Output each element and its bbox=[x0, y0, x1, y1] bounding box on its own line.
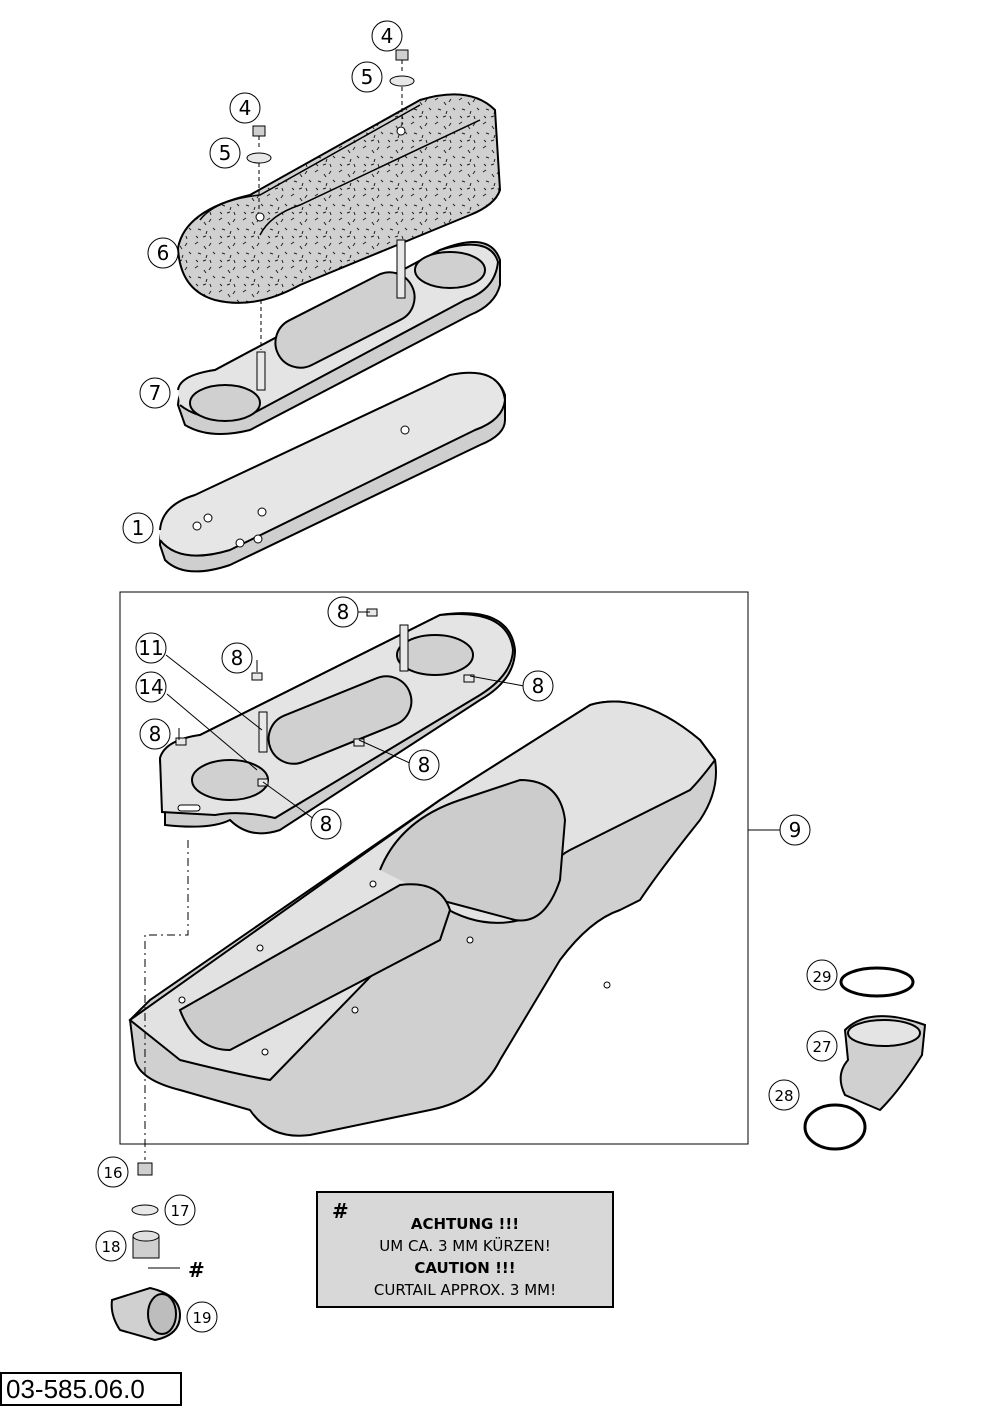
note-line-4: CURTAIL APPROX. 3 MM! bbox=[373, 1281, 557, 1299]
callout-8a: 8 bbox=[327, 596, 359, 628]
svg-text:18: 18 bbox=[101, 1238, 120, 1256]
callout-6: 6 bbox=[147, 237, 179, 269]
callout-8d: 8 bbox=[139, 718, 171, 750]
svg-text:5: 5 bbox=[219, 141, 232, 165]
svg-text:8: 8 bbox=[337, 600, 350, 624]
nut-washer-right bbox=[389, 49, 415, 125]
note-line-3: CAUTION !!! bbox=[414, 1259, 516, 1277]
hash-marker: # bbox=[188, 1258, 205, 1282]
callout-5b: 5 bbox=[209, 137, 241, 169]
callout-8e: 8 bbox=[408, 749, 440, 781]
svg-text:1: 1 bbox=[132, 516, 145, 540]
svg-text:14: 14 bbox=[138, 675, 163, 699]
svg-text:8: 8 bbox=[532, 674, 545, 698]
leader-lines bbox=[148, 611, 780, 1269]
svg-text:6: 6 bbox=[157, 241, 170, 265]
svg-text:11: 11 bbox=[138, 636, 163, 660]
svg-text:8: 8 bbox=[231, 646, 244, 670]
svg-text:17: 17 bbox=[170, 1202, 189, 1220]
svg-text:8: 8 bbox=[320, 812, 333, 836]
callout-4b: 4 bbox=[229, 92, 261, 124]
foam-filter bbox=[176, 93, 502, 304]
callout-7: 7 bbox=[139, 377, 171, 409]
hose-clamp-set bbox=[803, 966, 927, 1151]
filter-cage-plate bbox=[176, 239, 501, 435]
svg-text:8: 8 bbox=[149, 722, 162, 746]
svg-text:4: 4 bbox=[239, 96, 252, 120]
svg-text:4: 4 bbox=[381, 24, 394, 48]
callout-16: 16 bbox=[97, 1156, 129, 1188]
svg-text:9: 9 bbox=[789, 818, 802, 842]
airbox-cover-plate bbox=[158, 612, 517, 835]
callout-11: 11 bbox=[135, 632, 167, 664]
svg-text:5: 5 bbox=[361, 65, 374, 89]
note-line-2: UM CA. 3 MM KÜRZEN! bbox=[379, 1237, 551, 1255]
callout-8c: 8 bbox=[522, 670, 554, 702]
note-symbol: # bbox=[332, 1199, 349, 1223]
note-line-1: ACHTUNG !!! bbox=[410, 1215, 520, 1233]
assembly-frame bbox=[119, 591, 749, 1145]
callout-19: 19 bbox=[186, 1301, 218, 1333]
callout-5a: 5 bbox=[351, 61, 383, 93]
callout-8b: 8 bbox=[221, 642, 253, 674]
caution-note: # ACHTUNG !!! UM CA. 3 MM KÜRZEN! CAUTIO… bbox=[316, 1191, 614, 1308]
callout-14: 14 bbox=[135, 671, 167, 703]
callout-18: 18 bbox=[95, 1230, 127, 1262]
callout-4a: 4 bbox=[371, 20, 403, 52]
callout-9: 9 bbox=[779, 814, 811, 846]
callout-28: 28 bbox=[768, 1079, 800, 1111]
svg-text:7: 7 bbox=[149, 381, 162, 405]
callout-29: 29 bbox=[806, 959, 838, 991]
svg-text:28: 28 bbox=[774, 1087, 793, 1105]
nut-washer-left bbox=[246, 125, 272, 210]
callout-27: 27 bbox=[806, 1030, 838, 1062]
svg-text:29: 29 bbox=[812, 968, 831, 986]
rubber-mount-stack bbox=[110, 1162, 182, 1342]
callout-1: 1 bbox=[122, 512, 154, 544]
callout-8f: 8 bbox=[310, 808, 342, 840]
airbox-body bbox=[128, 700, 717, 1137]
base-plate bbox=[158, 371, 507, 573]
callout-17: 17 bbox=[164, 1194, 196, 1226]
svg-text:8: 8 bbox=[418, 753, 431, 777]
drawing-code: 03-585.06.0 bbox=[0, 1372, 182, 1406]
svg-text:19: 19 bbox=[192, 1309, 211, 1327]
svg-text:27: 27 bbox=[812, 1038, 831, 1056]
svg-text:16: 16 bbox=[103, 1164, 122, 1182]
